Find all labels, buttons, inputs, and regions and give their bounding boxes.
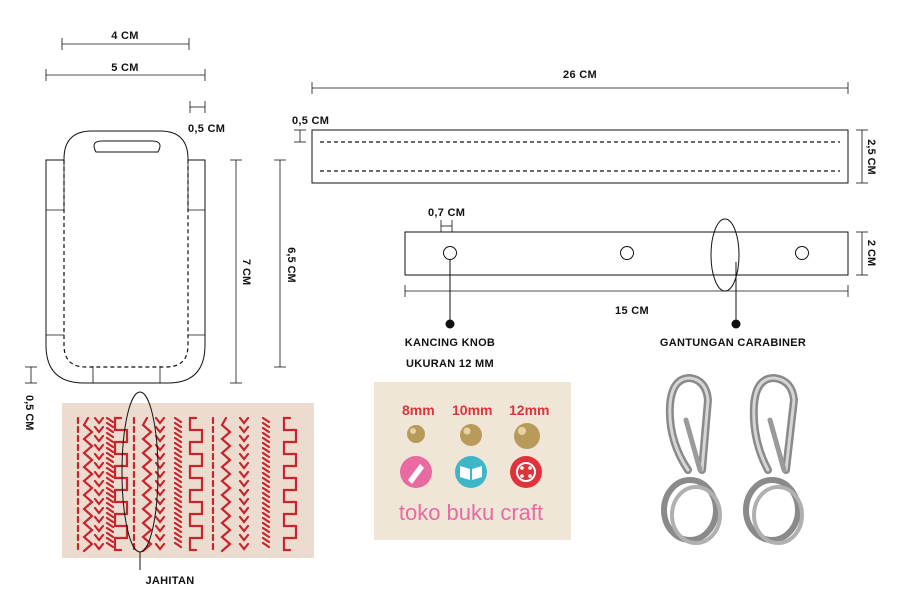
label-15cm: 15 CM (615, 305, 649, 317)
dim-tab-hole: 0,7 CM (428, 207, 465, 232)
carabiner-pointer-dot (731, 319, 741, 329)
case-outline (45, 130, 206, 384)
label-knob-line1: KANCING KNOB (405, 337, 495, 349)
carabiner-left (661, 373, 722, 545)
case-stitch-line (63, 160, 189, 368)
carabiner-photo (661, 373, 804, 545)
stitch-samples (76, 416, 298, 553)
stitch-column (93, 416, 105, 551)
label-26cm: 26 CM (563, 69, 597, 81)
label-4cm: 4 CM (111, 30, 138, 42)
stitch-sampler-photo: JAHITAN (62, 391, 314, 587)
label-stitches: JAHITAN (146, 575, 195, 587)
stitch-column (113, 416, 129, 552)
label-65cm: 6,5 CM (285, 247, 297, 282)
stitch-column (261, 416, 271, 549)
label-bottom-05: 0,5 CM (23, 395, 35, 430)
dim-15cm: 15 CM (404, 285, 849, 317)
label-strap-width: 2,5 CM (865, 139, 877, 174)
strap-rect (311, 129, 849, 184)
label-seam-05: 0,5 CM (188, 123, 225, 135)
label-5cm: 5 CM (111, 62, 138, 74)
brass-button-12mm (514, 423, 540, 449)
dim-strap-margin: 0,5 CM (292, 115, 329, 143)
label-carabiner: GANTUNGAN CARABINER (660, 337, 806, 349)
dim-tab-width: 2 CM (856, 231, 877, 276)
stitch-column (82, 416, 94, 553)
label-tab-hole: 0,7 CM (428, 207, 465, 219)
fabric-swatch (62, 403, 314, 558)
knob-pointer-dot (445, 319, 455, 329)
dim-65cm: 6,5 CM (274, 159, 297, 368)
dim-26cm: 26 CM (311, 69, 849, 94)
size-10mm: 10mm (452, 402, 492, 418)
brand-button-icon (510, 456, 542, 488)
label-7cm: 7 CM (240, 259, 252, 285)
stitch-column (154, 416, 166, 551)
size-8mm: 8mm (402, 402, 435, 418)
key-case-pattern: 4 CM 5 CM 0,5 CM (23, 30, 297, 430)
label-strap-margin: 0,5 CM (292, 115, 329, 127)
stitch-column (105, 416, 115, 549)
stitch-column (173, 416, 183, 549)
dim-seam-05: 0,5 CM (188, 101, 225, 135)
tab-hole-2 (620, 246, 634, 260)
case-slot (93, 140, 161, 153)
dim-5cm: 5 CM (45, 62, 206, 81)
label-tab-width: 2 CM (865, 240, 877, 266)
tab-rect (404, 231, 849, 276)
carabiner-loop (710, 218, 740, 292)
dim-bottom-05: 0,5 CM (23, 366, 37, 430)
dim-strap-width: 2,5 CM (856, 129, 877, 184)
size-12mm: 12mm (509, 402, 549, 418)
tab-hole-1 (443, 246, 457, 260)
brass-button-10mm (460, 424, 482, 446)
knob-button-photo: 8mm 10mm 12mm toko buku craft (374, 382, 571, 540)
stitch-column (188, 416, 204, 552)
dim-7cm: 7 CM (230, 159, 252, 384)
tab-pattern: 0,7 CM 2 CM 15 CM KANCING KNOB UKURAN 12… (404, 207, 877, 370)
stitch-column (238, 416, 250, 551)
brand-name: toko buku craft (399, 500, 543, 525)
brand-book-icon (455, 456, 487, 488)
strap-pattern: 26 CM 0,5 CM 2,5 CM (292, 69, 877, 184)
tab-hole-3 (795, 246, 809, 260)
stitch-column (220, 416, 232, 553)
label-knob-line2: UKURAN 12 MM (406, 358, 494, 370)
dim-4cm: 4 CM (61, 30, 190, 50)
carabiner-right (743, 373, 804, 545)
stitch-column (282, 416, 298, 552)
brass-button-8mm (407, 425, 425, 443)
stitch-column (141, 416, 153, 553)
